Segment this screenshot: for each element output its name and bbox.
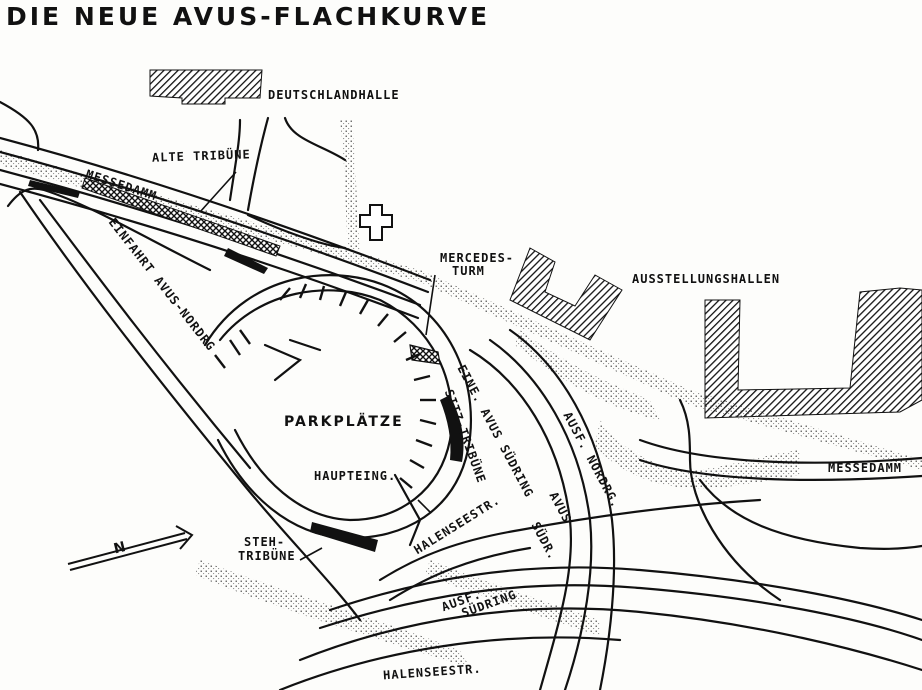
ausstellungshalle-2 <box>704 287 922 419</box>
leader-lines <box>199 171 436 561</box>
label-parkplaetze: PARKPLÄTZE <box>284 414 404 430</box>
label-mercedes-turm-2: TURM <box>452 264 485 278</box>
north-arrow <box>67 525 194 571</box>
label-north: N <box>112 538 130 558</box>
label-ausstellungshallen: AUSSTELLUNGSHALLEN <box>632 272 781 286</box>
sitz-tribuene <box>440 395 464 462</box>
inner-loop-hatching <box>214 283 437 489</box>
deutschlandhalle-building <box>149 69 263 105</box>
label-mercedes-turm-1: MERCEDES- <box>440 251 515 265</box>
label-messedamm-right: MESSEDAMM <box>828 461 903 475</box>
ausstellungshalle-1 <box>509 247 623 341</box>
cross-marker <box>359 204 393 241</box>
map-title: DIE NEUE AVUS-FLACHKURVE <box>6 2 491 31</box>
steh-tribuene <box>310 522 378 552</box>
alte-tribuene-strip <box>81 177 281 257</box>
label-steh-tribuene-1: STEH- <box>244 535 286 549</box>
label-haupteing: HAUPTEING. <box>314 469 397 483</box>
label-deutschlandhalle: DEUTSCHLANDHALLE <box>268 88 400 102</box>
label-steh-tribuene-2: TRIBÜNE <box>238 549 296 563</box>
mercedes-turm <box>409 344 441 365</box>
